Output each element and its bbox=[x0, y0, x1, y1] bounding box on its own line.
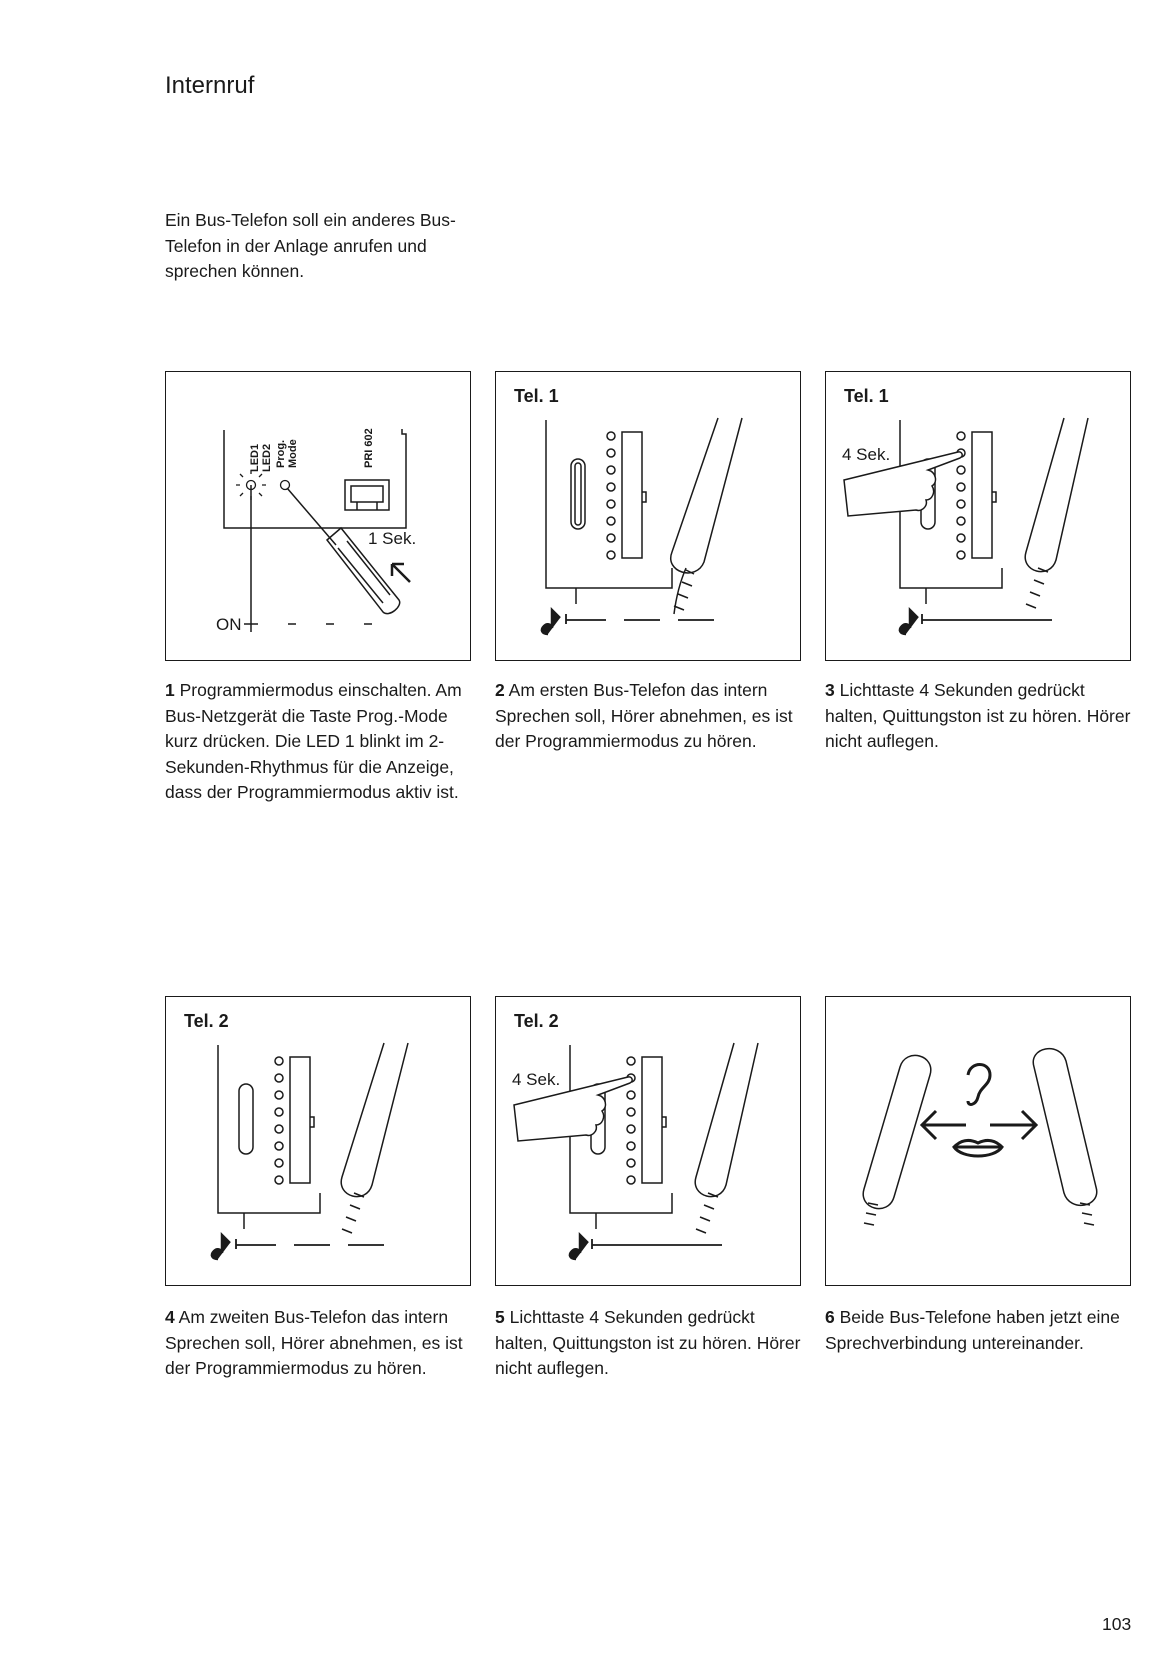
step-text: Am zweiten Bus-Telefon das intern Sprech… bbox=[165, 1307, 463, 1378]
phone-label: Tel. 2 bbox=[514, 1011, 559, 1031]
hand-pressing-icon bbox=[843, 451, 963, 517]
page-title: Internruf bbox=[165, 72, 255, 99]
power-supply-diagram: LED1 LED2 Prog. Mode PRI 602 1 Sek. ON bbox=[216, 428, 416, 634]
step-1-illustration: LED1 LED2 Prog. Mode PRI 602 1 Sek. ON bbox=[165, 371, 471, 661]
screwdriver-icon bbox=[286, 487, 401, 615]
phone-diagram bbox=[210, 1042, 409, 1261]
handset-icon bbox=[694, 1042, 759, 1234]
phone-diagram bbox=[540, 417, 743, 636]
ear-icon bbox=[966, 1063, 992, 1106]
step-number: 2 bbox=[495, 680, 505, 700]
phone-diagram: 4 Sek. bbox=[512, 1042, 759, 1261]
step-text: Beide Bus-Telefone haben jetzt eine Spre… bbox=[825, 1307, 1120, 1353]
handset-icon bbox=[1024, 417, 1089, 609]
step-number: 1 bbox=[165, 680, 175, 700]
arrow-up-left-icon bbox=[390, 562, 411, 583]
step-number: 3 bbox=[825, 680, 835, 700]
handset-icon bbox=[340, 1042, 409, 1234]
hand-pressing-icon bbox=[513, 1076, 633, 1142]
phone-label: Tel. 2 bbox=[184, 1011, 229, 1031]
on-label: ON bbox=[216, 615, 242, 634]
mouth-icon bbox=[952, 1138, 1004, 1158]
page-number: 103 bbox=[1102, 1614, 1132, 1634]
mode-label: Mode bbox=[287, 439, 299, 468]
arrow-right-icon bbox=[990, 1109, 1039, 1141]
speech-connection-diagram bbox=[862, 1047, 1098, 1226]
phone-label: Tel. 1 bbox=[514, 386, 559, 406]
handset-right-icon bbox=[1032, 1047, 1098, 1207]
handset-left-icon bbox=[862, 1054, 932, 1210]
signal-tone-icon bbox=[898, 606, 1052, 636]
step-2-illustration: Tel. 1 bbox=[495, 371, 801, 661]
step-6-caption: 6 Beide Bus-Telefone haben jetzt eine Sp… bbox=[825, 1305, 1135, 1356]
phone-diagram: 4 Sek. bbox=[842, 417, 1089, 636]
arrow-left-icon bbox=[919, 1109, 966, 1141]
step-number: 5 bbox=[495, 1307, 505, 1327]
step-text: Am ersten Bus-Telefon das intern Spreche… bbox=[495, 680, 793, 751]
step-2-caption: 2 Am ersten Bus-Telefon das intern Sprec… bbox=[495, 678, 805, 755]
signal-tone-icon bbox=[210, 1231, 384, 1261]
duration-label: 4 Sek. bbox=[512, 1070, 560, 1089]
duration-label: 1 Sek. bbox=[368, 529, 416, 548]
handset-icon bbox=[669, 417, 743, 615]
step-5-caption: 5 Lichttaste 4 Sekunden gedrückt halten,… bbox=[495, 1305, 805, 1382]
signal-tone-icon bbox=[568, 1231, 722, 1261]
led1-label: LED1 bbox=[249, 444, 261, 472]
duration-label: 4 Sek. bbox=[842, 445, 890, 464]
device-label: PRI 602 bbox=[363, 428, 375, 468]
step-6-illustration bbox=[825, 996, 1131, 1286]
step-4-caption: 4 Am zweiten Bus-Telefon das intern Spre… bbox=[165, 1305, 475, 1382]
step-4-illustration: Tel. 2 bbox=[165, 996, 471, 1286]
step-5-illustration: Tel. 2 4 Sek. bbox=[495, 996, 801, 1286]
step-text: Programmiermodus einschalten. Am Bus-Net… bbox=[165, 680, 462, 802]
signal-tone-icon bbox=[540, 606, 714, 636]
step-number: 6 bbox=[825, 1307, 835, 1327]
step-3-illustration: Tel. 1 4 Sek. bbox=[825, 371, 1131, 661]
step-1-caption: 1 Programmiermodus einschalten. Am Bus-N… bbox=[165, 678, 475, 806]
step-text: Lichttaste 4 Sekunden gedrückt halten, Q… bbox=[495, 1307, 801, 1378]
phone-label: Tel. 1 bbox=[844, 386, 889, 406]
led2-label: LED2 bbox=[261, 444, 273, 472]
step-text: Lichttaste 4 Sekunden gedrückt halten, Q… bbox=[825, 680, 1131, 751]
step-number: 4 bbox=[165, 1307, 175, 1327]
step-3-caption: 3 Lichttaste 4 Sekunden gedrückt halten,… bbox=[825, 678, 1135, 755]
prog-label: Prog. bbox=[275, 440, 287, 468]
intro-text: Ein Bus-Telefon soll ein anderes Bus-Tel… bbox=[165, 210, 456, 281]
